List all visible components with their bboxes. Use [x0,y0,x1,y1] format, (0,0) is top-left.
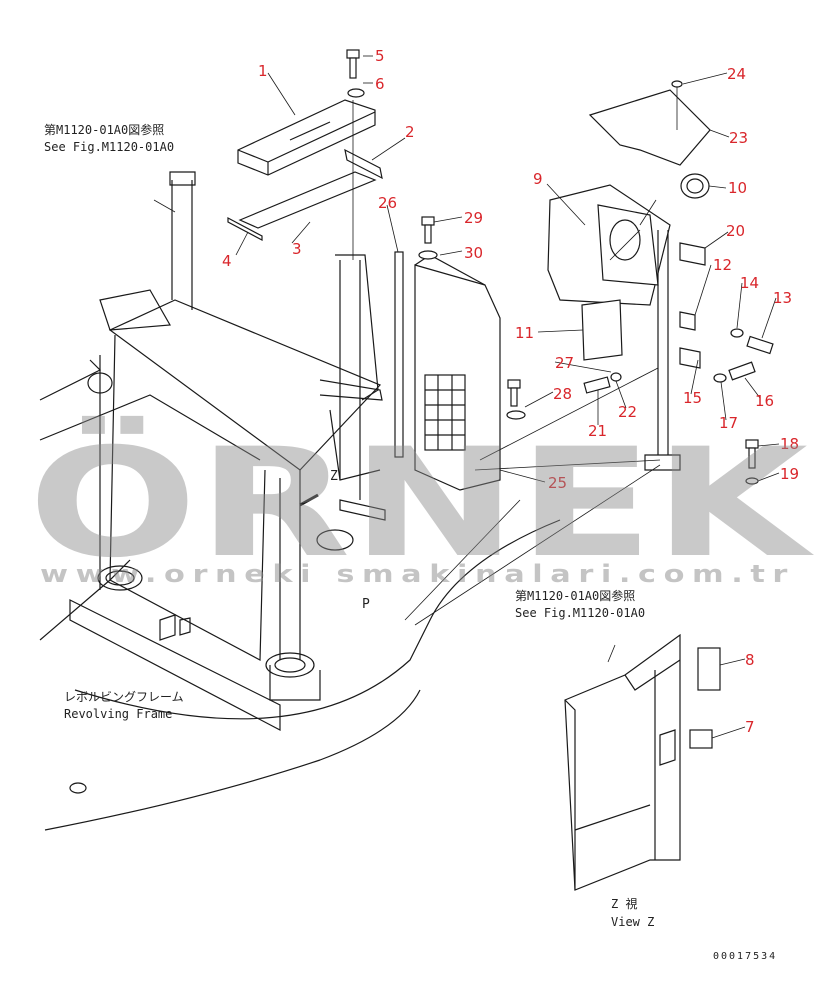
frame-label-en: Revolving Frame [64,707,172,721]
view-z-detail [564,633,721,891]
part-9-panel [547,184,671,306]
callout-1: 1 [258,62,268,80]
arrow-z-icon [299,493,319,507]
callout-numbers: 1 2 3 4 5 6 7 8 9 10 11 12 13 14 15 16 1… [222,47,799,736]
bolt-5 [346,49,365,260]
watermark-brand: ÖRNEK [28,415,814,591]
callout-11: 11 [515,324,534,342]
callout-16: 16 [755,392,774,410]
callout-29: 29 [464,209,483,227]
callout-5: 5 [375,47,385,65]
callout-20: 20 [726,222,745,240]
callout-25: 25 [548,474,567,492]
view-label-en: View Z [611,915,654,929]
watermark: ÖRNEK www.orneki smakinalari.com.tr [28,415,814,591]
callout-14: 14 [740,274,759,292]
callout-19: 19 [780,465,799,483]
part-11-plate [581,299,623,361]
callout-4: 4 [222,252,232,270]
callout-22: 22 [618,403,637,421]
ref-top-left-jp: 第M1120-01A0図参照 [44,122,164,137]
callout-13: 13 [773,289,792,307]
leader-lines [153,55,780,739]
callout-3: 3 [292,240,302,258]
callout-9: 9 [533,170,543,188]
callout-2: 2 [405,123,415,141]
callout-10: 10 [728,179,747,197]
callout-24: 24 [727,65,746,83]
watermark-url: www.orneki smakinalari.com.tr [40,560,795,588]
callout-21: 21 [588,422,607,440]
grille-vents [424,374,466,451]
part-24-clip [671,80,683,130]
part-23-bracket [588,89,711,166]
part-10-ring [680,173,710,199]
letter-p: P [362,597,370,612]
callout-17: 17 [719,414,738,432]
bolt-29 [418,216,438,260]
reference-labels: 第M1120-01A0図参照 See Fig.M1120-01A0 第M1120… [44,122,777,962]
revolving-frame [39,359,561,831]
view-label-jp: Z 視 [611,896,637,911]
part-3-bar [238,171,377,229]
ref-top-left-en: See Fig.M1120-01A0 [44,140,174,154]
part-26-rod [394,251,404,458]
callout-23: 23 [729,129,748,147]
ref-right-en: See Fig.M1120-01A0 [515,606,645,620]
frame-label-jp: レボルビングフレーム [64,690,184,704]
part-25-grille-cover [414,254,501,491]
callout-6: 6 [375,75,385,93]
doc-number: 00017534 [713,951,777,962]
stand-pole [644,230,681,471]
callout-28: 28 [553,385,572,403]
callout-27: 27 [555,354,574,372]
small-fittings [679,242,774,383]
cab-frame [97,171,386,701]
callout-30: 30 [464,244,483,262]
part-4-strip [227,217,263,241]
callout-26: 26 [378,194,397,212]
callout-18: 18 [780,435,799,453]
letter-z: Z [330,469,338,484]
callout-12: 12 [713,256,732,274]
callout-15: 15 [683,389,702,407]
part-1-cover [237,99,376,176]
part-2-bracket [344,148,383,180]
bolt-21 [506,372,622,420]
callout-7: 7 [745,718,755,736]
callout-8: 8 [745,651,755,669]
ref-right-jp: 第M1120-01A0図参照 [515,588,635,603]
